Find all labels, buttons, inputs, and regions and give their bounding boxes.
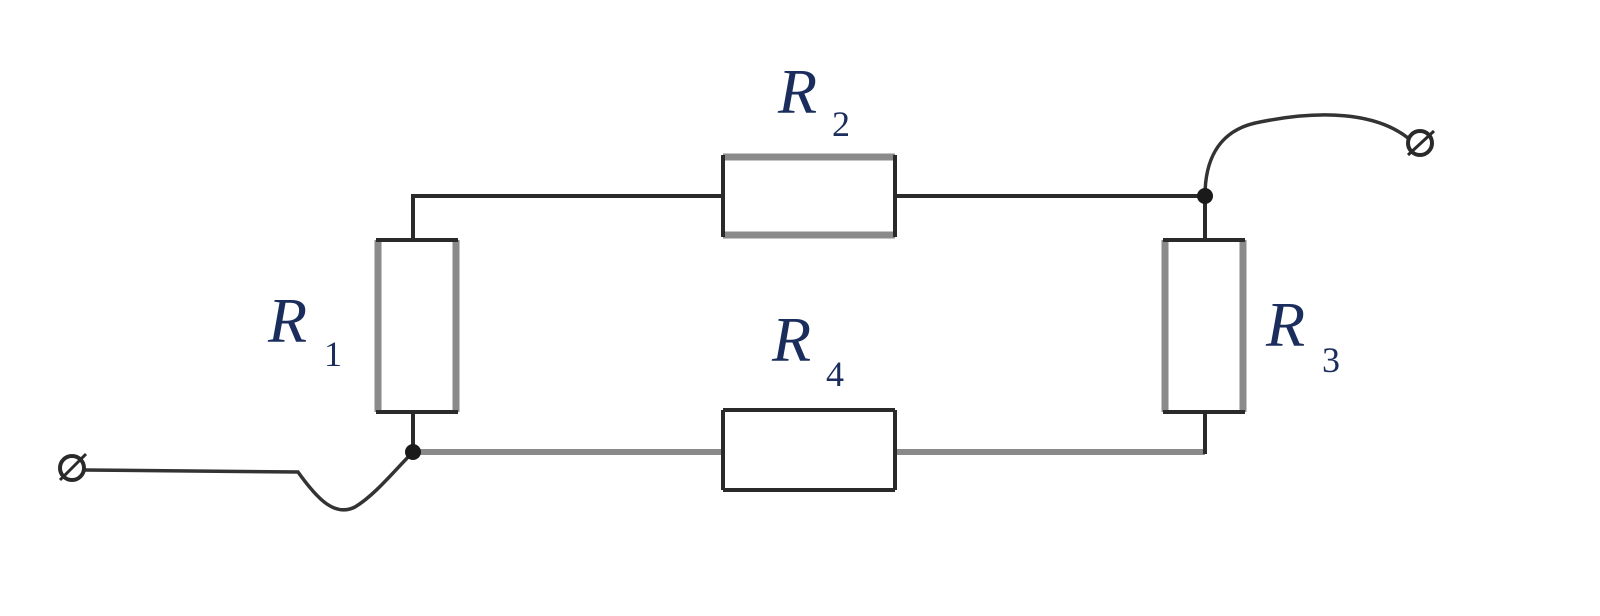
wire-top-left	[411, 194, 725, 238]
label-r3: R 3	[1265, 289, 1340, 380]
terminal-right[interactable]	[1406, 129, 1436, 157]
node-right	[1197, 188, 1213, 204]
label-r2-subscript: 2	[832, 104, 850, 144]
label-r3-symbol: R	[1265, 289, 1305, 360]
label-r2: R 2	[777, 56, 850, 144]
label-r4-symbol: R	[771, 304, 811, 375]
label-r1-subscript: 1	[324, 334, 342, 374]
label-r4-subscript: 4	[826, 354, 844, 394]
label-r3-subscript: 3	[1322, 340, 1340, 380]
resistor-r3	[1161, 238, 1247, 414]
label-r1-symbol: R	[267, 285, 307, 356]
terminal-left[interactable]	[58, 452, 88, 482]
resistor-r2	[721, 153, 897, 239]
lead-right	[1203, 113, 1410, 198]
lead-left	[83, 450, 415, 512]
label-r1: R 1	[267, 285, 342, 374]
wire-top-right	[893, 194, 1207, 242]
node-left	[405, 444, 421, 460]
label-r2-symbol: R	[777, 56, 817, 127]
resistor-r4	[721, 408, 897, 492]
resistor-r1	[374, 238, 460, 414]
label-r4: R 4	[771, 304, 844, 394]
